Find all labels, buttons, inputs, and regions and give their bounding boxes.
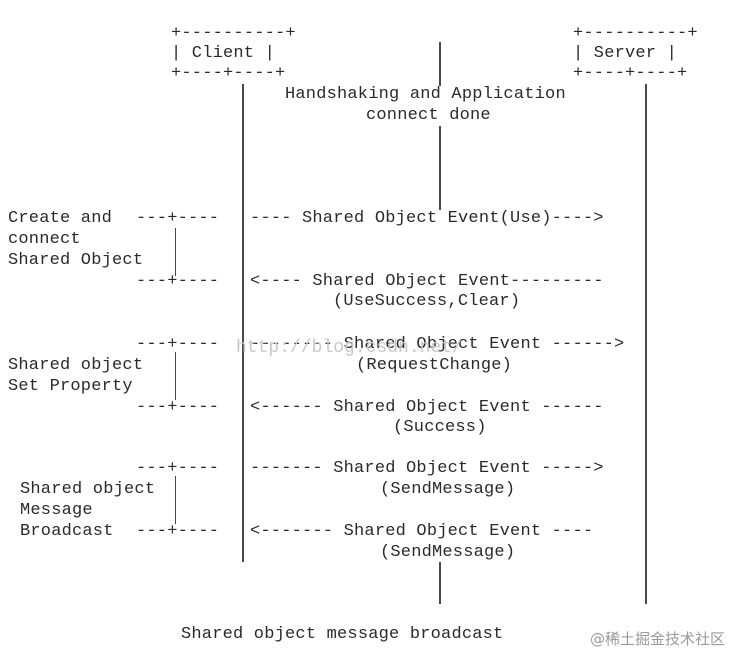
message-4-arrow: <------ Shared Object Event ------ (250, 398, 604, 417)
message-1-arrow: ---- Shared Object Event(Use)----> (250, 209, 604, 228)
side-mark-4: ---+---- (136, 398, 220, 417)
broadcast-bracket (175, 476, 176, 524)
create-label-2: connect (8, 230, 81, 249)
center-line-top (439, 42, 441, 86)
handshake-note-line2: connect done (366, 106, 491, 125)
create-label-1: Create and (8, 209, 113, 228)
message-3-sub: (RequestChange) (356, 356, 513, 375)
create-bracket (175, 228, 176, 276)
side-mark-2: ---+---- (136, 272, 220, 291)
center-line-mid (439, 126, 441, 210)
source-credit: @稀土掘金技术社区 (590, 630, 726, 648)
message-2-sub: (UseSuccess,Clear) (333, 292, 521, 311)
handshake-note-line1: Handshaking and Application (285, 85, 566, 104)
server-box-top: +----------+ (573, 24, 698, 43)
message-3-arrow: -------- Shared Object Event ------> (250, 335, 625, 354)
create-label-3: Shared Object (8, 251, 144, 270)
client-lifeline (242, 84, 244, 562)
set-property-label-1: Shared object (8, 356, 144, 375)
server-box-bottom: +----+----+ (573, 64, 688, 83)
broadcast-label-1: Shared object (20, 480, 156, 499)
side-mark-3: ---+---- (136, 335, 220, 354)
message-5-arrow: ------- Shared Object Event -----> (250, 459, 604, 478)
diagram-caption: Shared object message broadcast (181, 625, 504, 644)
message-5-sub: (SendMessage) (380, 480, 516, 499)
message-4-sub: (Success) (393, 418, 487, 437)
side-mark-1: ---+---- (136, 209, 220, 228)
client-box-top: +----------+ (171, 24, 296, 43)
set-property-bracket (175, 352, 176, 400)
center-line-bottom (439, 562, 441, 604)
set-property-label-2: Set Property (8, 377, 133, 396)
watermark: http://blog.csdn.net/ (236, 338, 463, 358)
client-box-label: | Client | (171, 44, 276, 63)
side-mark-5: ---+---- (136, 459, 220, 478)
server-lifeline (645, 84, 647, 604)
broadcast-label-3: Broadcast (20, 522, 114, 541)
server-box-label: | Server | (573, 44, 678, 63)
message-2-arrow: <---- Shared Object Event--------- (250, 272, 604, 291)
broadcast-label-2: Message (20, 501, 93, 520)
side-mark-6: ---+---- (136, 522, 220, 541)
message-6-arrow: <------- Shared Object Event ---- (250, 522, 594, 541)
message-6-sub: (SendMessage) (380, 543, 516, 562)
client-box-bottom: +----+----+ (171, 64, 286, 83)
